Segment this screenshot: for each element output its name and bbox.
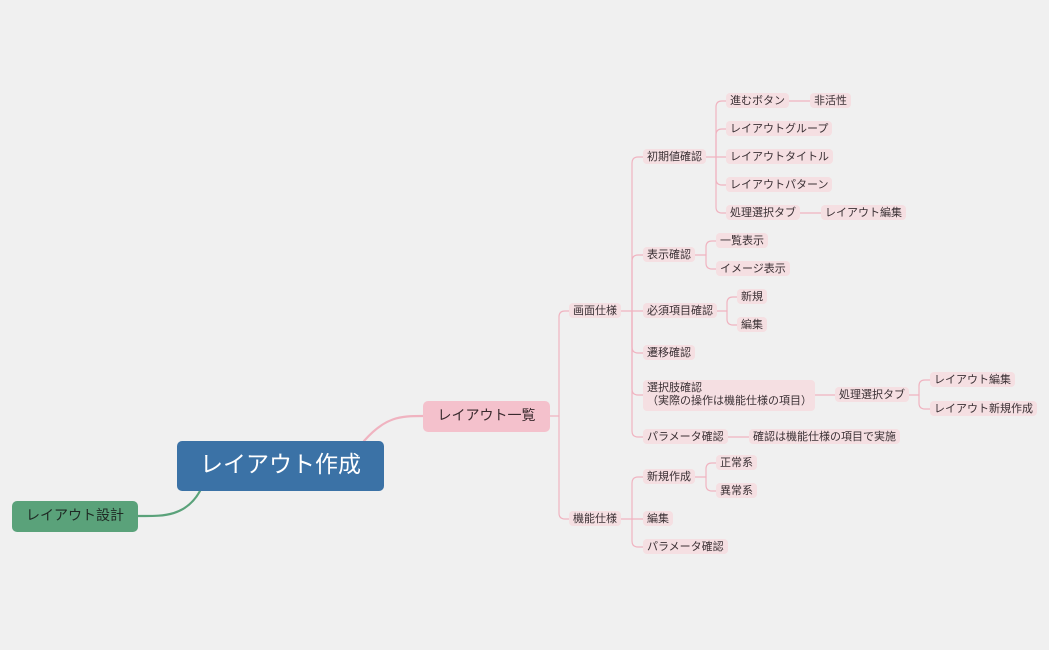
- connector-required-check-children: [726, 296, 738, 312]
- topic-option-check[interactable]: 選択肢確認 （実際の操作は機能仕様の項目）: [643, 380, 815, 411]
- topic-param-note[interactable]: 確認は機能仕様の項目で実施: [749, 429, 900, 445]
- topic-function-spec[interactable]: 機能仕様: [569, 511, 621, 527]
- topic-image-view[interactable]: イメージ表示: [716, 261, 790, 277]
- connector-option-process-tab-children: [918, 379, 931, 396]
- topic-option-layout-edit[interactable]: レイアウト編集: [930, 372, 1015, 388]
- topic-screen-spec[interactable]: 画面仕様: [569, 303, 621, 319]
- topic-param-check[interactable]: パラメータ確認: [643, 429, 728, 445]
- topic-option-process-tab[interactable]: 処理選択タブ: [835, 387, 909, 403]
- option-check-line2: （実際の操作は機能仕様の項目）: [647, 393, 812, 407]
- connector-display-check-children: [705, 240, 717, 256]
- connector-initial-check-children: [715, 156, 727, 186]
- connector-required-check-children: [726, 310, 738, 326]
- connector-initial-check-children: [715, 128, 727, 158]
- connector-screen-spec-children: [631, 254, 644, 312]
- topic-layout-pattern[interactable]: レイアウトパターン: [726, 177, 833, 193]
- topic-abnormal[interactable]: 異常系: [716, 483, 757, 499]
- topic-layout-group[interactable]: レイアウトグループ: [726, 121, 833, 137]
- topic-transition-check[interactable]: 遷移確認: [643, 345, 695, 361]
- topic-list-view[interactable]: 一覧表示: [716, 233, 768, 249]
- topic-next-button[interactable]: 進むボタン: [726, 93, 789, 109]
- connector-root-main: [362, 414, 425, 443]
- topic-function-edit[interactable]: 編集: [643, 511, 673, 527]
- connector-screen-spec-children: [631, 310, 644, 438]
- main-branch-topic[interactable]: レイアウト一覧: [423, 401, 550, 432]
- connector-initial-check-children: [715, 100, 727, 158]
- connector-function-spec-children: [631, 476, 644, 520]
- topic-layout-title[interactable]: レイアウトタイトル: [726, 149, 833, 165]
- connector-screen-spec-children: [631, 156, 644, 312]
- topic-display-check[interactable]: 表示確認: [643, 247, 695, 263]
- left-branch-topic[interactable]: レイアウト設計: [12, 501, 138, 532]
- topic-normal[interactable]: 正常系: [716, 455, 757, 471]
- topic-required-check[interactable]: 必須項目確認: [643, 303, 717, 319]
- connector-root-left: [136, 489, 202, 518]
- connector-main-children: [558, 415, 570, 520]
- connector-main-children: [558, 310, 570, 417]
- option-check-line1: 選択肢確認: [647, 381, 702, 394]
- connector-new-create-children: [705, 476, 717, 492]
- topic-option-layout-new[interactable]: レイアウト新規作成: [930, 401, 1037, 417]
- topic-required-new[interactable]: 新規: [737, 289, 767, 305]
- topic-initial-check[interactable]: 初期値確認: [643, 149, 706, 165]
- root-topic[interactable]: レイアウト作成: [177, 441, 384, 491]
- topic-required-edit[interactable]: 編集: [737, 317, 767, 333]
- connector-function-spec-children: [631, 518, 644, 548]
- topic-new-create[interactable]: 新規作成: [643, 469, 695, 485]
- topic-layout-edit[interactable]: レイアウト編集: [821, 205, 906, 221]
- connector-new-create-children: [705, 462, 717, 478]
- connector-screen-spec-children: [631, 310, 644, 354]
- connector-initial-check-children: [715, 156, 727, 214]
- connector-option-process-tab-children: [918, 394, 931, 410]
- topic-inactive[interactable]: 非活性: [810, 93, 851, 109]
- topic-function-param-check[interactable]: パラメータ確認: [643, 539, 728, 555]
- connector-display-check-children: [705, 254, 717, 270]
- topic-process-tab[interactable]: 処理選択タブ: [726, 205, 800, 221]
